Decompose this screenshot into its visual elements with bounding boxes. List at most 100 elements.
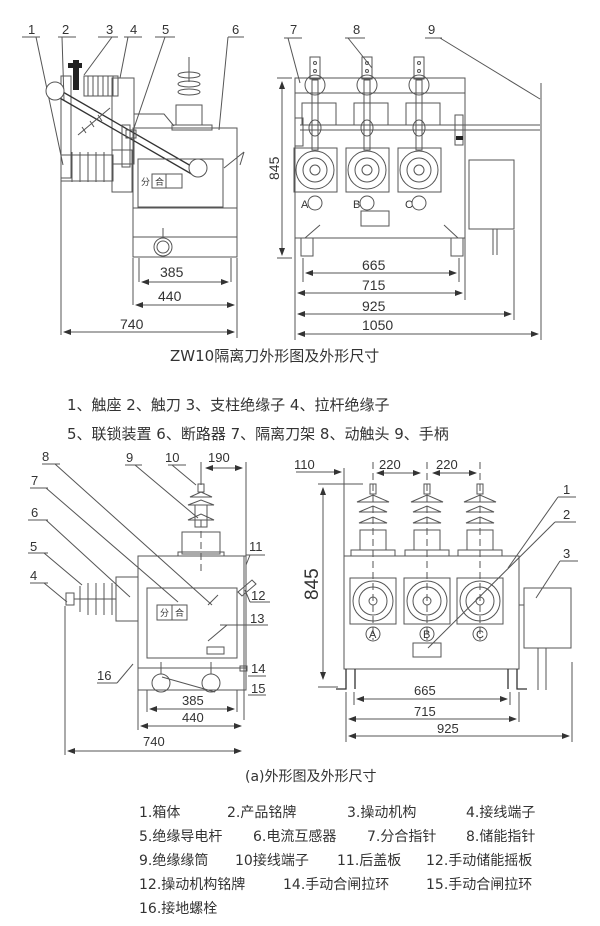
dim-385: 385 [160,264,184,280]
box-body [137,555,247,669]
top-legend-line-2: 5、联锁装置 6、断路器 7、隔离刀架 8、动触头 9、手柄 [67,425,449,443]
top-front-view: 7 8 9 A B C 845 [266,22,542,340]
phase-label: C [476,629,484,641]
legend-item: 12.操动机构铭牌 [139,877,246,893]
top-side-callouts: 1 2 3 4 5 6 [22,22,244,166]
top-legend-line-1: 1、触座 2、触刀 3、支柱绝缘子 4、拉杆绝缘子 [67,396,390,414]
top-side-view: 1 2 3 4 5 6 [22,22,245,338]
callout-1b: 1 [563,482,570,497]
dim-190: 190 [208,450,230,465]
current-transformer-B: B [403,577,451,642]
phase-A: A [293,56,338,211]
legend-item: 15.手动合闸拉环 [426,877,533,893]
top-front-callouts: 7 8 9 [284,22,541,100]
callout-7b: 7 [31,473,38,488]
callout-2: 2 [62,22,69,37]
callout-6b: 6 [31,505,38,520]
callout-5: 5 [162,22,169,37]
bottom-front-callouts: 1 2 3 [427,482,578,649]
legend-item: 16.接地螺栓 [139,901,218,917]
legend-item: 10接线端子 [235,853,309,869]
dim-1050: 1050 [362,317,393,333]
callout-8: 8 [353,22,360,37]
legend-item: 7.分合指针 [367,829,437,845]
legend-item: 12.手动储能摇板 [426,853,533,869]
dim-110: 110 [294,457,315,472]
top-figure-caption: ZW10隔离刀外形图及外形尺寸 [170,347,380,365]
dim-665b: 665 [414,683,436,698]
callout-12b: 12 [251,588,265,603]
callout-9b: 9 [126,450,133,465]
top-front-dimensions: 845 665 715 925 1050 [266,77,539,340]
moving-contact-terminal [309,56,321,80]
legend-item: 9.绝缘缘筒 [139,853,209,869]
callout-4b: 4 [30,568,37,583]
callout-11b: 11 [249,539,263,554]
current-transformer-A: A [349,577,397,642]
phase-label: C [405,199,413,211]
phase-label: A [369,629,377,641]
phase-label: B [353,199,360,211]
front-box-body [343,555,520,670]
indicator-open: 分 [141,177,150,188]
legend-item: 14.手动合闸拉环 [283,877,390,893]
operating-mechanism-box [468,159,515,230]
bushing-C [457,462,503,640]
callout-3b: 3 [563,546,570,561]
phase-label: B [423,629,430,641]
moving-contact-terminal [361,56,373,80]
dim-740: 740 [120,316,144,332]
callout-15b: 15 [251,681,265,696]
legend-item: 11.后盖板 [337,853,402,869]
bottom-side-dimensions: 190 385 440 740 [64,450,247,755]
callout-7: 7 [290,22,297,37]
dim-220-b: 220 [436,457,458,472]
callout-13b: 13 [250,611,264,626]
breaker-body [132,127,238,209]
dim-925: 925 [362,298,386,314]
dim-715b: 715 [414,704,436,719]
current-transformer-C: C [456,577,504,642]
bottom-figure-caption: (a)外形图及外形尺寸 [245,769,377,785]
operating-mechanism [523,587,572,649]
indicator-close-b: 合 [175,607,184,619]
phase-label: A [301,199,309,211]
bottom-side-callouts: 4 5 6 7 8 9 10 11 12 13 14 15 16 [28,449,270,696]
dim-440: 440 [158,288,182,304]
callout-3: 3 [106,22,113,37]
dim-845: 845 [266,156,282,180]
post-insulator-top [68,60,119,97]
legend-item: 1.箱体 [139,805,181,821]
bottom-side-view: 4 5 6 7 8 9 10 11 12 13 14 15 16 [28,449,270,755]
phase-B: B [345,56,390,211]
phase-C: C [397,56,442,211]
dim-715: 715 [362,277,386,293]
side-bushing [177,462,225,575]
indicator-open-b: 分 [160,608,169,619]
breaker-bushing [171,57,213,131]
callout-4: 4 [130,22,137,37]
callout-6: 6 [232,22,239,37]
callout-16b: 16 [97,668,111,683]
isolator-frame [294,77,466,239]
dim-665: 665 [362,257,386,273]
legend-item: 2.产品铭牌 [227,805,297,821]
legend-item: 8.储能指针 [466,829,536,845]
bottom-front-dimensions: 110 220 220 845 665 715 925 [294,457,573,742]
legend-item: 3.操动机构 [347,805,417,821]
bottom-open-close-indicator: 分 合 [156,604,188,621]
legend-item: 5.绝缘导电杆 [139,829,223,845]
dim-845b: 845 [302,568,323,600]
side-pull-insulator [65,576,139,622]
callout-1: 1 [28,22,35,37]
callout-5b: 5 [30,539,37,554]
dim-440b: 440 [182,710,204,725]
callout-14b: 14 [251,661,265,676]
dim-740b: 740 [143,734,165,749]
pull-rod-insulator [60,149,133,193]
callout-2b: 2 [563,507,570,522]
moving-contact-terminal [413,56,425,80]
callout-8b: 8 [42,449,49,464]
